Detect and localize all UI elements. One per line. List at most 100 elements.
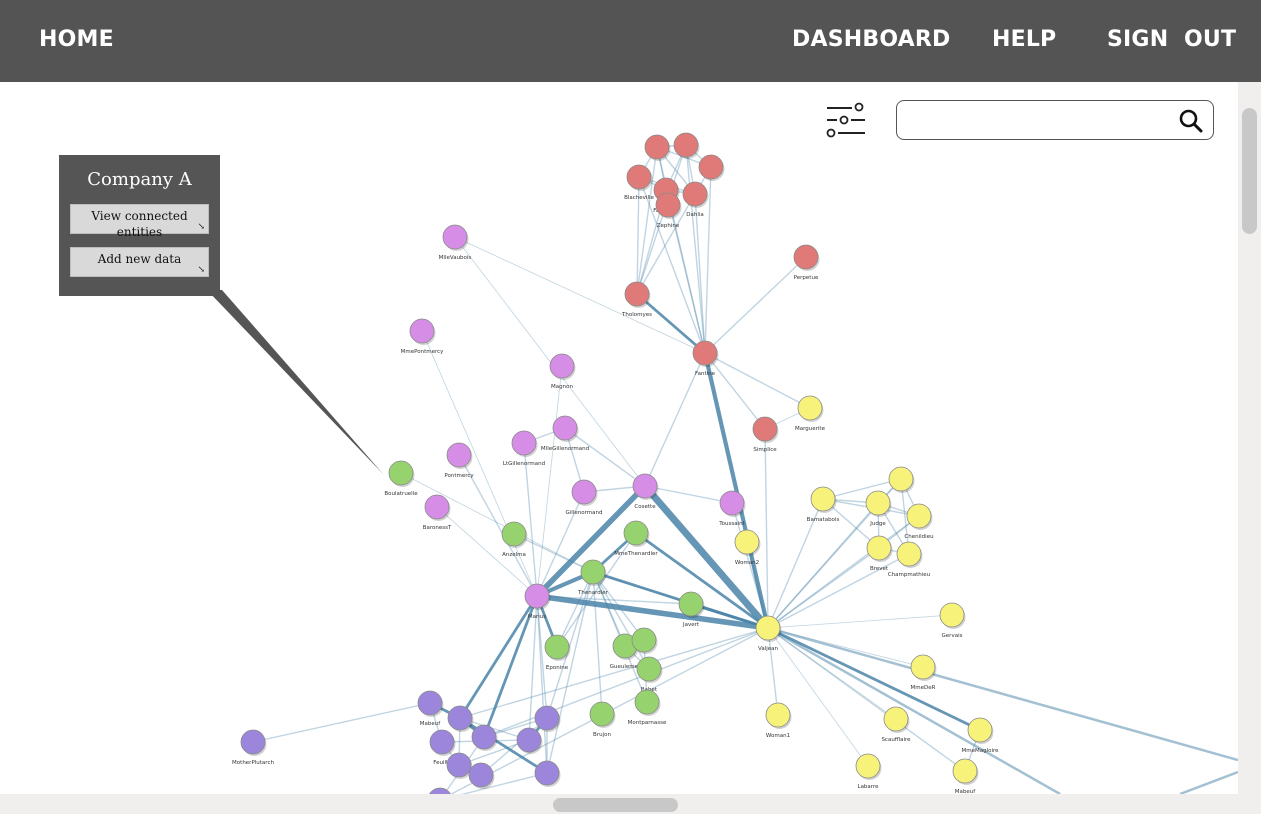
graph-node-y8[interactable]: Woman2 xyxy=(734,529,761,566)
graph-node-y7[interactable]: Champmathieu xyxy=(888,541,930,578)
graph-node-g10[interactable]: Montparnasse xyxy=(628,689,667,726)
node-circle[interactable] xyxy=(516,727,542,753)
node-circle[interactable] xyxy=(571,479,597,505)
node-circle[interactable] xyxy=(810,486,836,512)
graph-node-v11[interactable] xyxy=(428,787,454,794)
graph-node-v9[interactable] xyxy=(534,705,561,732)
node-circle[interactable] xyxy=(471,724,497,750)
graph-node-r7[interactable]: Zephine xyxy=(655,192,682,229)
node-circle[interactable] xyxy=(417,690,443,716)
node-circle[interactable] xyxy=(589,701,615,727)
graph-node-y6[interactable]: Brevet xyxy=(866,535,893,572)
graph-node-g3[interactable]: MmeThenardier xyxy=(614,520,658,557)
node-circle[interactable] xyxy=(552,415,578,441)
node-circle[interactable] xyxy=(409,318,435,344)
graph-node-r3[interactable] xyxy=(698,154,725,181)
node-circle[interactable] xyxy=(939,602,965,628)
node-circle[interactable] xyxy=(524,583,550,609)
node-circle[interactable] xyxy=(580,559,606,585)
graph-node-r2[interactable] xyxy=(673,132,700,159)
graph-node-g2[interactable]: Anzelma xyxy=(501,521,528,558)
node-circle[interactable] xyxy=(692,340,718,366)
node-circle[interactable] xyxy=(865,490,891,516)
vertical-scrollbar[interactable] xyxy=(1238,82,1261,794)
nav-home-link[interactable]: HOME xyxy=(39,27,114,52)
node-circle[interactable] xyxy=(447,705,473,731)
node-circle[interactable] xyxy=(240,729,266,755)
node-circle[interactable] xyxy=(446,752,472,778)
node-circle[interactable] xyxy=(797,395,823,421)
graph-node-v2[interactable]: Mabeuf xyxy=(417,690,444,727)
node-circle[interactable] xyxy=(534,760,560,786)
node-circle[interactable] xyxy=(624,281,650,307)
graph-node-p5[interactable]: LtGillenormand xyxy=(503,430,545,467)
graph-node-g11[interactable]: Brujon xyxy=(589,701,616,738)
node-circle[interactable] xyxy=(511,430,537,456)
node-circle[interactable] xyxy=(952,758,978,784)
node-circle[interactable] xyxy=(623,520,649,546)
node-circle[interactable] xyxy=(682,181,708,207)
graph-node-v10[interactable] xyxy=(534,760,561,787)
graph-node-g8[interactable] xyxy=(631,627,658,654)
graph-node-p6[interactable]: Pontmercy xyxy=(444,442,474,479)
graph-node-v4[interactable] xyxy=(471,724,498,751)
graph-node-y9[interactable]: Valjean xyxy=(755,615,782,652)
node-circle[interactable] xyxy=(793,244,819,270)
node-circle[interactable] xyxy=(429,729,455,755)
graph-node-g1[interactable]: Boulatruelle xyxy=(384,460,418,497)
graph-node-v6[interactable] xyxy=(516,727,543,754)
graph-node-r9[interactable]: Fantine xyxy=(692,340,719,377)
node-circle[interactable] xyxy=(755,615,781,641)
node-circle[interactable] xyxy=(442,224,468,250)
graph-node-g5[interactable]: Javert xyxy=(678,591,705,628)
search-icon[interactable] xyxy=(1177,107,1205,135)
node-circle[interactable] xyxy=(888,466,914,492)
node-circle[interactable] xyxy=(855,753,881,779)
node-circle[interactable] xyxy=(896,541,922,567)
graph-node-v8[interactable] xyxy=(468,762,495,789)
graph-node-p9[interactable]: BaronessT xyxy=(423,494,452,531)
node-circle[interactable] xyxy=(752,416,778,442)
node-circle[interactable] xyxy=(549,353,575,379)
graph-node-y10[interactable]: Gervais xyxy=(939,602,966,639)
graph-node-p3[interactable]: Magnon xyxy=(549,353,576,390)
add-new-data-button[interactable]: Add new data ↘ xyxy=(70,247,209,277)
horizontal-scroll-thumb[interactable] xyxy=(553,798,678,812)
graph-node-g9[interactable]: Babet xyxy=(636,656,663,693)
node-circle[interactable] xyxy=(424,494,450,520)
network-graph[interactable]: BlachevilleFavouriteDahliaZephineTholomy… xyxy=(0,82,1238,794)
graph-node-g6[interactable]: Eponine xyxy=(544,634,571,671)
graph-node-y11[interactable]: MmeDeR xyxy=(910,654,937,691)
graph-node-y5[interactable]: Chenildieu xyxy=(904,503,934,540)
sliders-icon[interactable] xyxy=(824,100,868,140)
node-circle[interactable] xyxy=(468,762,494,788)
graph-node-p4[interactable]: MlleGillenormand xyxy=(541,415,589,452)
node-circle[interactable] xyxy=(906,503,932,529)
graph-node-r11[interactable]: Simplice xyxy=(752,416,779,453)
graph-node-y15[interactable]: Labarre xyxy=(855,753,882,790)
graph-node-g4[interactable]: Thenardier xyxy=(577,559,609,596)
graph-node-p11[interactable]: Marius xyxy=(524,583,551,620)
graph-node-v5[interactable]: Feuilly xyxy=(429,729,456,766)
node-circle[interactable] xyxy=(673,132,699,158)
node-circle[interactable] xyxy=(698,154,724,180)
node-circle[interactable] xyxy=(631,627,657,653)
graph-node-p2[interactable]: MmePontmercy xyxy=(401,318,445,355)
node-circle[interactable] xyxy=(501,521,527,547)
graph-node-y2[interactable]: Bamatabois xyxy=(807,486,840,523)
graph-node-p1[interactable]: MlleVaubois xyxy=(439,224,472,261)
graph-node-p8[interactable]: Cosette xyxy=(632,473,659,510)
nav-sign-out-link[interactable]: SIGN OUT xyxy=(1107,27,1237,52)
graph-node-v3[interactable] xyxy=(447,705,474,732)
vertical-scroll-thumb[interactable] xyxy=(1242,108,1257,234)
node-circle[interactable] xyxy=(967,717,993,743)
graph-node-y3[interactable]: Judge xyxy=(865,490,892,527)
node-circle[interactable] xyxy=(428,787,452,794)
node-circle[interactable] xyxy=(765,702,791,728)
graph-node-r1[interactable] xyxy=(644,134,671,161)
node-circle[interactable] xyxy=(534,705,560,731)
graph-node-y12[interactable]: Woman1 xyxy=(765,702,792,739)
graph-node-y4[interactable] xyxy=(888,466,915,493)
node-circle[interactable] xyxy=(910,654,936,680)
horizontal-scrollbar[interactable] xyxy=(0,794,1261,814)
